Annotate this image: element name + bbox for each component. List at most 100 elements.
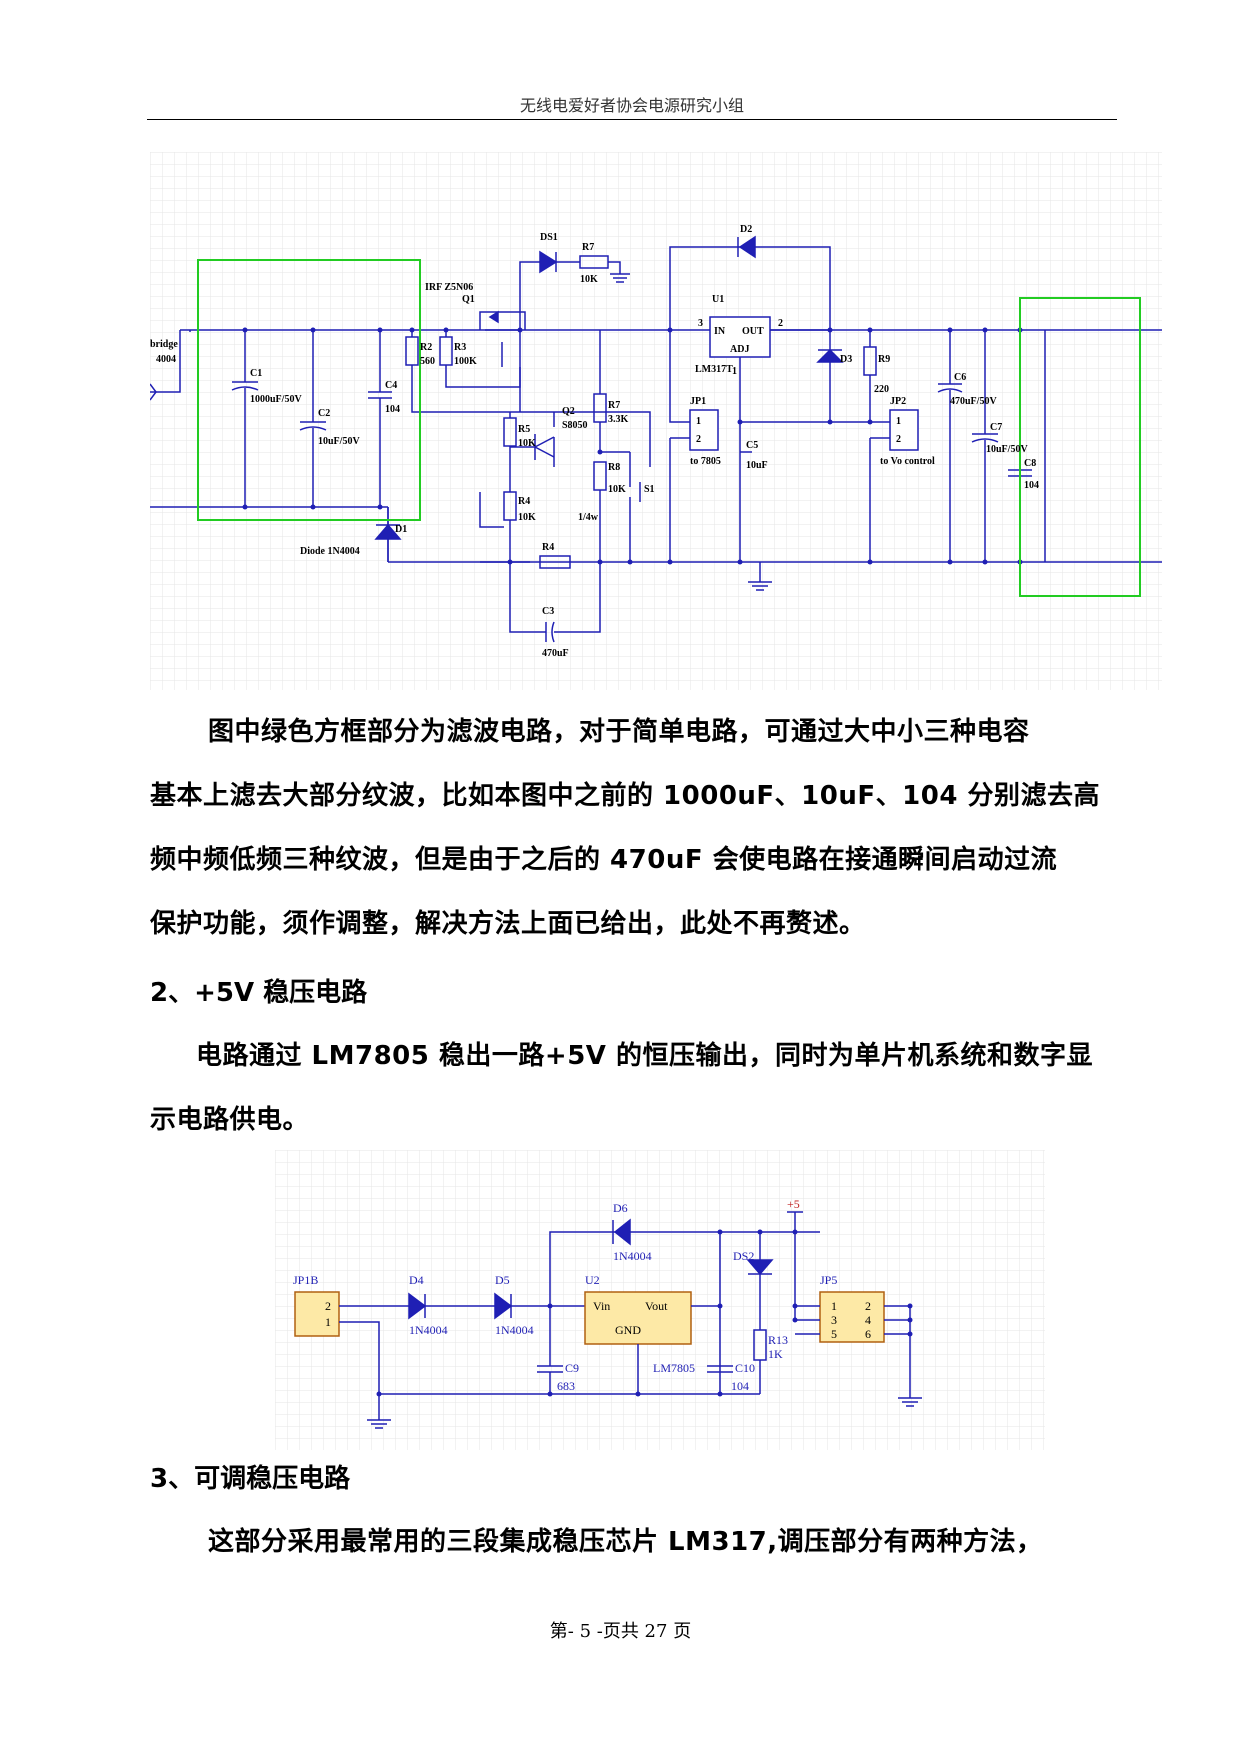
d1-label: D1 — [395, 524, 407, 535]
u1-label: U1 — [712, 294, 724, 305]
jp1-pin1: 1 — [696, 416, 701, 427]
paragraph-5v: 电路通过 LM7805 稳出一路+5V 的恒压输出，同时为单片机系统和数字显 — [150, 1024, 1146, 1088]
paragraph-line: 保护功能，须作调整，解决方法上面已给出，此处不再赘述。 — [150, 909, 866, 939]
u1-in: IN — [714, 326, 726, 337]
u1-pin2: 2 — [778, 318, 783, 329]
c5-label: C5 — [746, 440, 758, 451]
lm7805-schematic: D6 1N4004 +5 JP1B 2 1 D4 1N4004 D5 1N400… — [275, 1150, 1045, 1450]
c2-label: C2 — [318, 408, 330, 419]
d3-label: D3 — [840, 354, 852, 365]
r8-label: R8 — [608, 462, 620, 473]
jp1-pin2: 2 — [696, 434, 701, 445]
r13-value: 1K — [768, 1347, 783, 1361]
paragraph-line: 电路通过 LM7805 稳出一路+5V 的恒压输出，同时为单片机系统和数字显 — [196, 1041, 1093, 1071]
c9-label: C9 — [565, 1361, 579, 1375]
paragraph-filter: 图中绿色方框部分为滤波电路，对于简单电路，可通过大中小三种电容 — [150, 700, 1158, 764]
bridge-value: 4004 — [156, 354, 176, 365]
jp5-pin5: 5 — [831, 1327, 837, 1341]
paragraph-line: 频中频低频三种纹波，但是由于之后的 470uF 会使电路在接通瞬间启动过流 — [150, 845, 1058, 875]
c8-value: 104 — [1024, 480, 1039, 491]
d5-value: 1N4004 — [495, 1323, 534, 1337]
r3-value: 100K — [454, 356, 477, 367]
jp2-pin2: 2 — [896, 434, 901, 445]
c1-value: 1000uF/50V — [250, 394, 302, 405]
c7-value: 10uF/50V — [986, 444, 1028, 455]
r4-value: 10K — [518, 512, 536, 523]
section-heading-adjustable: 3、可调稳压电路 — [150, 1464, 351, 1494]
s1-label: S1 — [644, 484, 655, 495]
d5-label: D5 — [495, 1273, 510, 1287]
jp2-pin1: 1 — [896, 416, 901, 427]
c3-label: C3 — [542, 606, 554, 617]
c6-value: 470uF/50V — [950, 396, 997, 407]
r3-label: R3 — [454, 342, 466, 353]
diode-part: Diode 1N4004 — [300, 546, 360, 557]
section-heading-5v: 2、+5V 稳压电路 — [150, 978, 368, 1008]
jp5-pin3: 3 — [831, 1313, 837, 1327]
jp2-label: JP2 — [890, 396, 906, 407]
jp1-label: JP1 — [690, 396, 706, 407]
u1-pin3: 3 — [698, 318, 703, 329]
jp5-pin4: 4 — [865, 1313, 871, 1327]
jp5-pin1: 1 — [831, 1299, 837, 1313]
c8-label: C8 — [1024, 458, 1036, 469]
c3-value: 470uF — [542, 648, 569, 659]
jp5-pin6: 6 — [865, 1327, 871, 1341]
page-header: 无线电爱好者协会电源研究小组 — [519, 96, 744, 115]
jp2-to: to Vo control — [880, 456, 935, 467]
c10-label: C10 — [735, 1361, 755, 1375]
r9-value: 220 — [874, 384, 889, 395]
jp1b-label: JP1B — [293, 1273, 318, 1287]
r5-label: R5 — [518, 424, 530, 435]
r7b-value: 3.3K — [608, 414, 629, 425]
u2-gnd: GND — [615, 1323, 641, 1337]
c7-label: C7 — [990, 422, 1002, 433]
d4-label: D4 — [409, 1273, 424, 1287]
paragraph-adjustable: 这部分采用最常用的三段集成稳压芯片 LM317,调压部分有两种方法， — [150, 1510, 1158, 1574]
q2-label: Q2 — [562, 406, 575, 417]
r7b-label: R7 — [608, 400, 620, 411]
paragraph-line: 图中绿色方框部分为滤波电路，对于简单电路，可通过大中小三种电容 — [208, 717, 1030, 747]
u1-adj: ADJ — [730, 344, 749, 355]
u1-out: OUT — [742, 326, 764, 337]
u2-vin: Vin — [593, 1299, 610, 1313]
u1-part: LM317T — [695, 364, 733, 375]
mosfet-part: IRF Z5N06 — [425, 282, 473, 293]
c4-label: C4 — [385, 380, 397, 391]
u2-vout: Vout — [645, 1299, 668, 1313]
r8-value: 10K — [608, 484, 626, 495]
r13-label: R13 — [768, 1333, 788, 1347]
c9-value: 683 — [557, 1379, 575, 1393]
jp1b-pin2: 2 — [325, 1299, 331, 1313]
c4-value: 104 — [385, 404, 400, 415]
c1-label: C1 — [250, 368, 262, 379]
c2-value: 10uF/50V — [318, 436, 360, 447]
d6-value: 1N4004 — [613, 1249, 652, 1263]
filter-highlight-left — [197, 259, 421, 521]
r2-value: 560 — [420, 356, 435, 367]
paragraph-5v-cont: 示电路供电。 — [150, 1088, 1100, 1152]
paragraph-line: 示电路供电。 — [150, 1105, 310, 1135]
c10-value: 104 — [731, 1379, 749, 1393]
q1-label: Q1 — [462, 294, 475, 305]
d4-value: 1N4004 — [409, 1323, 448, 1337]
jp5-label: JP5 — [820, 1273, 837, 1287]
c5-value: 10uF — [746, 460, 768, 471]
jp1-to: to 7805 — [690, 456, 721, 467]
r4-label: R4 — [518, 496, 530, 507]
r2-label: R2 — [420, 342, 432, 353]
d2-label: D2 — [740, 224, 752, 235]
q2-part: S8050 — [562, 420, 588, 431]
jp1b-pin1: 1 — [325, 1315, 331, 1329]
r4b-label: R4 — [542, 542, 554, 553]
c6-label: C6 — [954, 372, 966, 383]
ds2-label: DS2 — [733, 1249, 754, 1263]
r9-label: R9 — [878, 354, 890, 365]
page-footer: 第- 5 -页共 27 页 — [549, 1621, 692, 1642]
bridge-label: bridge — [150, 339, 178, 350]
r7-value: 10K — [580, 274, 598, 285]
power-supply-schematic: DS1 R7 10K D2 IRF Z5N06 Q1 U1 IN OUT ADJ… — [150, 152, 1162, 690]
u2-label: U2 — [585, 1273, 600, 1287]
ds1-label: DS1 — [540, 232, 558, 243]
header-rule — [147, 119, 1117, 120]
